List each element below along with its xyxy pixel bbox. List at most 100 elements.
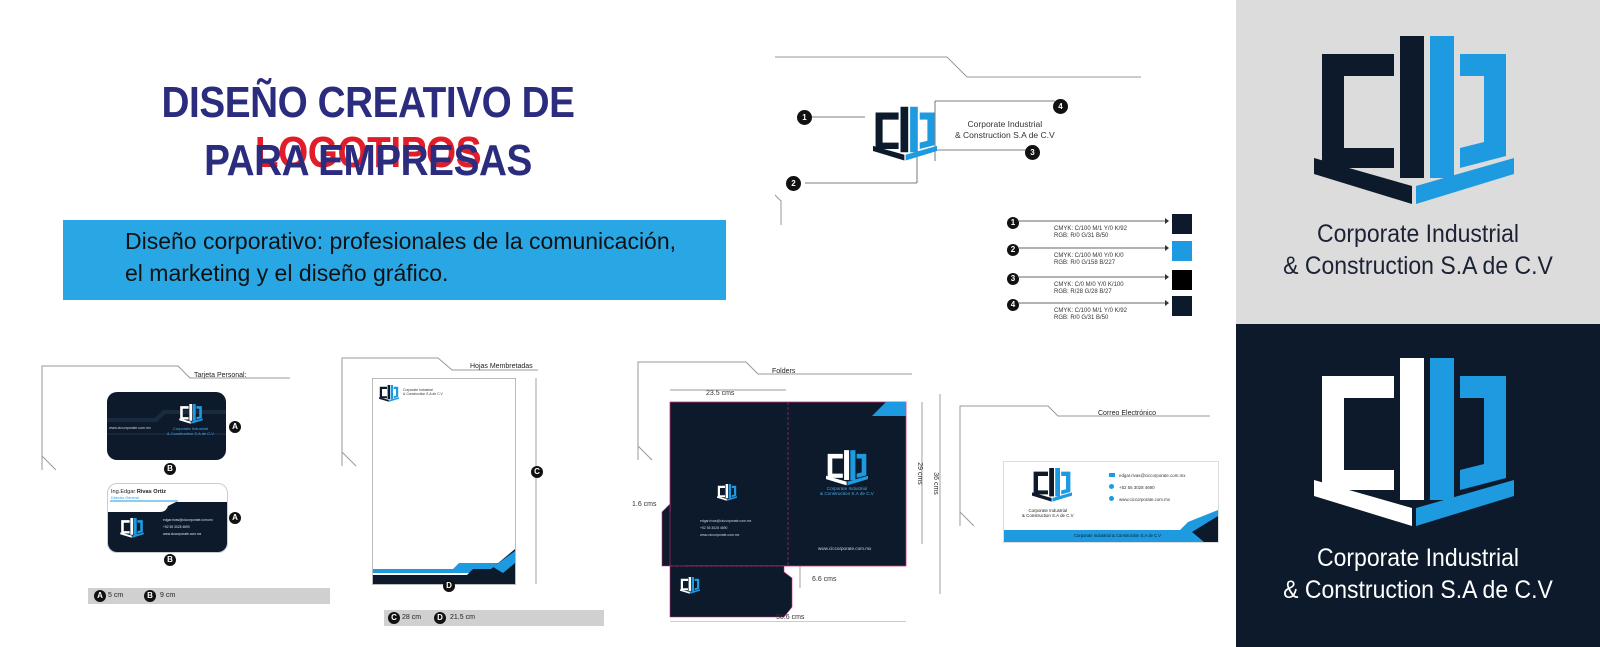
swatch-num-4: 4 bbox=[1007, 299, 1019, 311]
swatch-cmyk-1: CMYK: C/100 M/1 Y/0 K/92 bbox=[1054, 226, 1127, 232]
email-website: www.ciccorporate.com.mx bbox=[1119, 497, 1170, 502]
card-marker-b-back: B bbox=[164, 554, 176, 566]
legend-d-value: 21.5 cm bbox=[450, 614, 475, 621]
legend-b-marker: B bbox=[144, 590, 156, 602]
email-brand-name: Corporate Industrial & Construction S.A … bbox=[1022, 508, 1074, 518]
email-signature-card: Corporate Industrial & Construction S.A … bbox=[1003, 461, 1219, 543]
folder-front-name: Corporate Industrial & Construction S.A … bbox=[820, 486, 874, 496]
logo-mark-dark bbox=[1314, 358, 1514, 528]
folder-inside-contact: edgar.rivas@ciccorporate.com.mx +52 55 3… bbox=[700, 518, 751, 539]
folder-front-name-1: Corporate Industrial bbox=[826, 486, 868, 491]
letterhead-footer-stripes bbox=[373, 549, 515, 584]
letterhead-dimensions-legend: C 28 cm D 21.5 cm bbox=[384, 610, 604, 626]
mail-icon bbox=[1109, 473, 1115, 477]
card-marker-a-back: A bbox=[229, 512, 241, 524]
email-footer-name: Corporate Industrial & Construction S.A … bbox=[1074, 533, 1161, 538]
email-brand-name-2: & Construction S.A de C.V bbox=[1022, 513, 1074, 518]
email-footer-name-1: Corporate Industrial bbox=[1074, 533, 1111, 538]
brand-name-dark-2: & Construction S.A de C.V bbox=[1283, 576, 1553, 604]
card-marker-a-front: A bbox=[229, 421, 241, 433]
business-card-front: Corporate Industrial & Construction S.A … bbox=[107, 392, 226, 460]
logo-diagram-name-1: Corporate Industrial bbox=[967, 119, 1043, 129]
card-back-web: www.ciccorporate.com.mx bbox=[163, 532, 202, 536]
folder-dim-total: 50.6 cms bbox=[776, 614, 805, 621]
card-guide-line bbox=[41, 365, 290, 471]
letterhead-marker-d: D bbox=[443, 580, 455, 592]
swatch-rgb-1: RGB: R/0 G/31 B/50 bbox=[1054, 233, 1109, 239]
folder-drawing bbox=[661, 389, 941, 622]
headline-text: DISEÑO CREATIVO DE bbox=[161, 78, 575, 127]
card-front-logo bbox=[179, 404, 203, 424]
folder-front-web: www.ciccorporate.com.mx bbox=[818, 546, 872, 551]
email-contact-list: edgar.rivas@ciccorporate.com.mx +52 55 3… bbox=[1109, 470, 1185, 506]
description-banner: Diseño corporativo: profesionales de la … bbox=[63, 220, 726, 300]
logo-guide-lines bbox=[775, 56, 1141, 225]
swatch-color-2 bbox=[1172, 241, 1192, 261]
swatch-rgb-3: RGB: R/28 G/28 B/27 bbox=[1054, 289, 1112, 295]
brand-name-light: Corporate Industrial & Construction S.A … bbox=[1251, 218, 1586, 282]
email-address: edgar.rivas@ciccorporate.com.mx bbox=[1119, 473, 1186, 478]
logo-mark-light bbox=[1314, 36, 1514, 206]
headline-line-2: PARA EMPRESAS bbox=[204, 136, 532, 185]
letterhead-section-label: Hojas Membretadas bbox=[470, 363, 533, 370]
swatch-color-1 bbox=[1172, 214, 1192, 234]
letterhead-name-2: & Construction S.A de C.V bbox=[403, 392, 443, 396]
legend-a-marker: A bbox=[94, 590, 106, 602]
logo-diagram-mark bbox=[873, 106, 937, 162]
letterhead-guide-line bbox=[341, 357, 538, 467]
folder-dim-flap: 1.6 cms bbox=[632, 501, 657, 508]
swatch-line-4 bbox=[1019, 300, 1169, 306]
business-card-back: Ing.Edgar Rivas Ortiz Director General e… bbox=[107, 483, 228, 553]
brand-name-dark: Corporate Industrial & Construction S.A … bbox=[1251, 542, 1586, 606]
legend-d-marker: D bbox=[434, 612, 446, 624]
email-contact-phone: +52 55 3028 4690 bbox=[1109, 482, 1185, 494]
swatch-line-3 bbox=[1019, 274, 1169, 280]
email-contact-email: edgar.rivas@ciccorporate.com.mx bbox=[1109, 470, 1185, 482]
letterhead-page: Corporate Industrial & Construction S.A … bbox=[372, 378, 516, 585]
letterhead-name-1: Corporate Industrial bbox=[403, 388, 433, 392]
card-marker-b-front: B bbox=[164, 463, 176, 475]
legend-a-value: 5 cm bbox=[108, 592, 124, 599]
email-guide-line bbox=[959, 405, 1210, 527]
callout-4: 4 bbox=[1053, 99, 1068, 114]
logo-panel-dark: Corporate Industrial & Construction S.A … bbox=[1236, 324, 1600, 647]
callout-2: 2 bbox=[786, 176, 801, 191]
swatch-num-1: 1 bbox=[1007, 217, 1019, 229]
headline-highlight: LOGOTIPOS bbox=[254, 128, 482, 177]
letterhead-marker-c: C bbox=[531, 466, 543, 478]
card-back-logo bbox=[120, 518, 144, 538]
brand-name-light-2: & Construction S.A de C.V bbox=[1283, 252, 1553, 280]
callout-1: 1 bbox=[797, 110, 812, 125]
card-front-name-1: Corporate Industrial bbox=[172, 426, 209, 431]
letterhead-name: Corporate Industrial & Construction S.A … bbox=[403, 388, 443, 396]
card-dimensions-legend: A 5 cm B 9 cm bbox=[88, 588, 330, 604]
card-back-contact: edgar.rivas@ciccorporate.com.mx +52 55 3… bbox=[163, 517, 213, 538]
logo-diagram-name-2: & Construction S.A de C.V bbox=[955, 130, 1055, 140]
folder-inside-email: edgar.rivas@ciccorporate.com.mx bbox=[700, 519, 752, 523]
globe-icon bbox=[1109, 496, 1114, 501]
folder-pocket-logo bbox=[680, 577, 700, 594]
folder-dim-width: 23.5 cms bbox=[706, 390, 735, 397]
swatch-cmyk-4: CMYK: C/100 M/1 Y/0 K/92 bbox=[1054, 308, 1127, 314]
swatch-cmyk-2: CMYK: C/100 M/0 Y/0 K/0 bbox=[1054, 253, 1124, 259]
swatch-rgb-2: RGB: R/0 G/158 B/227 bbox=[1054, 260, 1116, 266]
card-person-first: Ing.Edgar bbox=[111, 489, 137, 495]
email-footer-name-2: & Construction S.A de C.V bbox=[1111, 533, 1162, 538]
email-brand-name-1: Corporate Industrial bbox=[1028, 508, 1068, 513]
swatch-color-3 bbox=[1172, 270, 1192, 290]
legend-c-value: 28 cm bbox=[402, 614, 422, 621]
card-section-label: Tarjeta Personal: bbox=[194, 372, 247, 379]
color-swatch-list: 1 CMYK: C/100 M/1 Y/0 K/92 RGB: R/0 G/31… bbox=[1007, 214, 1197, 324]
legend-c-marker: C bbox=[388, 612, 400, 624]
phone-icon bbox=[1109, 484, 1114, 489]
card-back-phone: +52 55 3028 4690 bbox=[163, 525, 190, 529]
email-contact-web: www.ciccorporate.com.mx bbox=[1109, 494, 1185, 506]
callout-3: 3 bbox=[1025, 145, 1040, 160]
headline-line-1: DISEÑO CREATIVO DE LOGOTIPOS bbox=[44, 78, 692, 178]
swatch-num-3: 3 bbox=[1007, 273, 1019, 285]
card-front-stripes bbox=[107, 410, 226, 435]
card-back-shape bbox=[108, 500, 227, 552]
folder-front-logo bbox=[826, 450, 868, 486]
banner-line-1: Diseño corporativo: profesionales de la … bbox=[125, 228, 677, 254]
card-person-role: Director General bbox=[111, 496, 139, 500]
